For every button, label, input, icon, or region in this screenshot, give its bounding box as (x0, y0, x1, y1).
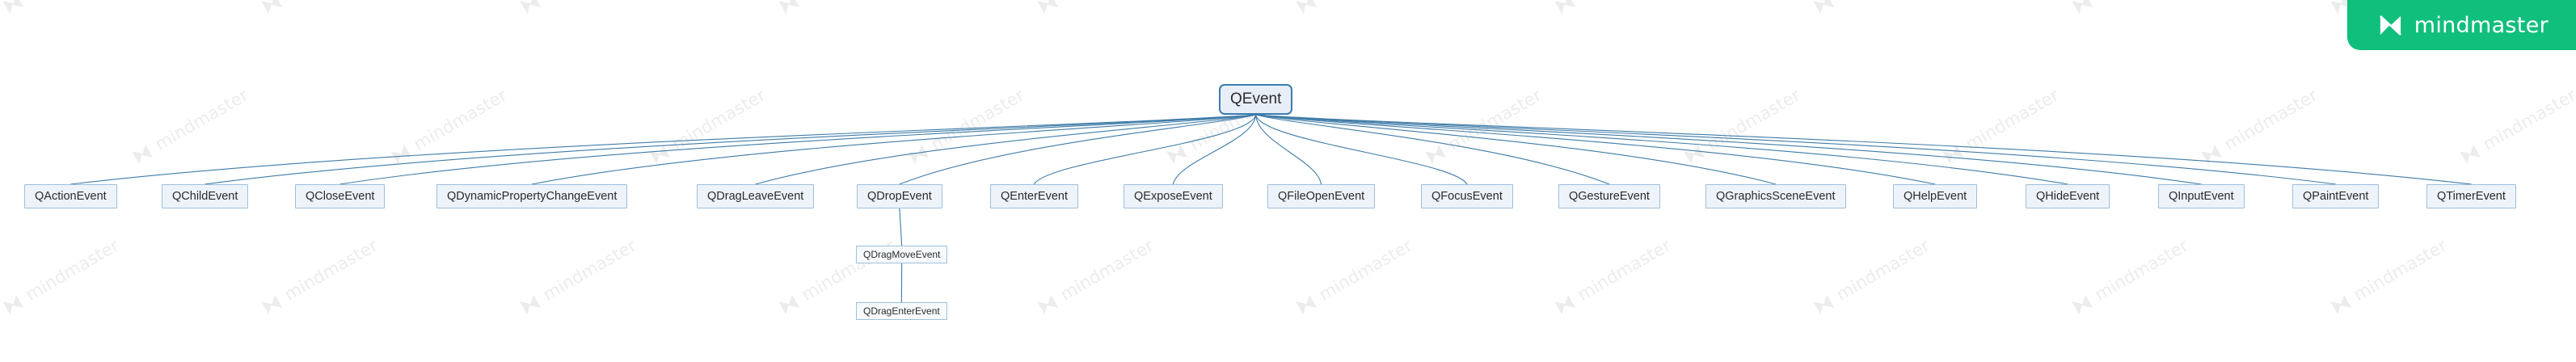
mindmap-node-label: QFileOpenEvent (1278, 190, 1365, 203)
mindmap-node-label: QDynamicPropertyChangeEvent (447, 190, 618, 203)
mindmap-node-qcloseevent[interactable]: QCloseEvent (295, 184, 386, 208)
mindmap-node-label: QTimerEvent (2437, 190, 2506, 203)
mindmap-node-label: QDropEvent (867, 190, 932, 203)
mindmaster-brand-badge: mindmaster (2346, 0, 2576, 50)
mindmap-node-qdragenterevent[interactable]: QDragEnterEvent (856, 302, 947, 320)
mindmap-node-qfileopenevent[interactable]: QFileOpenEvent (1267, 184, 1376, 208)
mindmap-node-label: QFocusEvent (1431, 190, 1503, 203)
mindmap-node-qevent[interactable]: QEvent (1219, 84, 1293, 115)
mindmaster-bowtie-logo-icon (2379, 15, 2401, 36)
mindmap-node-label: QEvent (1230, 90, 1282, 107)
mindmap-node-qhideevent[interactable]: QHideEvent (2026, 184, 2110, 208)
mindmap-node-qchildevent[interactable]: QChildEvent (162, 184, 249, 208)
mindmap-node-label: QChildEvent (172, 190, 238, 203)
mindmap-node-qactionevent[interactable]: QActionEvent (24, 184, 117, 208)
mindmaster-brand-label: mindmaster (2414, 12, 2549, 38)
mindmap-node-label: QEnterEvent (1001, 190, 1069, 203)
mindmap-node-label: QHideEvent (2036, 190, 2100, 203)
mindmap-node-label: QActionEvent (35, 190, 107, 203)
mindmap-node-label: QCloseEvent (306, 190, 375, 203)
mindmap-node-qfocusevent[interactable]: QFocusEvent (1421, 184, 1513, 208)
mindmap-node-label: QDragLeaveEvent (707, 190, 804, 203)
mindmap-node-label: QGraphicsSceneEvent (1716, 190, 1836, 203)
mindmap-node-label: QDragEnterEvent (863, 305, 940, 317)
mindmap-node-qenterevent[interactable]: QEnterEvent (990, 184, 1079, 208)
mindmap-node-label: QInputEvent (2169, 190, 2234, 203)
mindmap-node-qinputevent[interactable]: QInputEvent (2158, 184, 2245, 208)
mindmap-node-qhelpevent[interactable]: QHelpEvent (1893, 184, 1978, 208)
mindmap-node-qgraphicssceneevent[interactable]: QGraphicsSceneEvent (1705, 184, 1846, 208)
mindmap-node-qdropevent[interactable]: QDropEvent (857, 184, 942, 208)
mindmap-node-qgestureevent[interactable]: QGestureEvent (1558, 184, 1660, 208)
mindmap-node-label: QHelpEvent (1904, 190, 1967, 203)
mindmap-node-label: QDragMoveEvent (863, 249, 941, 260)
mindmap-node-qexposeevent[interactable]: QExposeEvent (1124, 184, 1223, 208)
mindmap-node-qtimerevent[interactable]: QTimerEvent (2426, 184, 2516, 208)
mindmap-node-label: QGestureEvent (1569, 190, 1650, 203)
mindmap-node-label: QExposeEvent (1134, 190, 1212, 203)
mindmap-node-qdragmoveevent[interactable]: QDragMoveEvent (856, 246, 948, 263)
mindmap-node-label: QPaintEvent (2303, 190, 2369, 203)
mindmap-node-qdynamicpropertychangeevent[interactable]: QDynamicPropertyChangeEvent (436, 184, 628, 208)
mindmap-node-qpaintevent[interactable]: QPaintEvent (2292, 184, 2380, 208)
mindmap-node-qdragleaveevent[interactable]: QDragLeaveEvent (697, 184, 815, 208)
